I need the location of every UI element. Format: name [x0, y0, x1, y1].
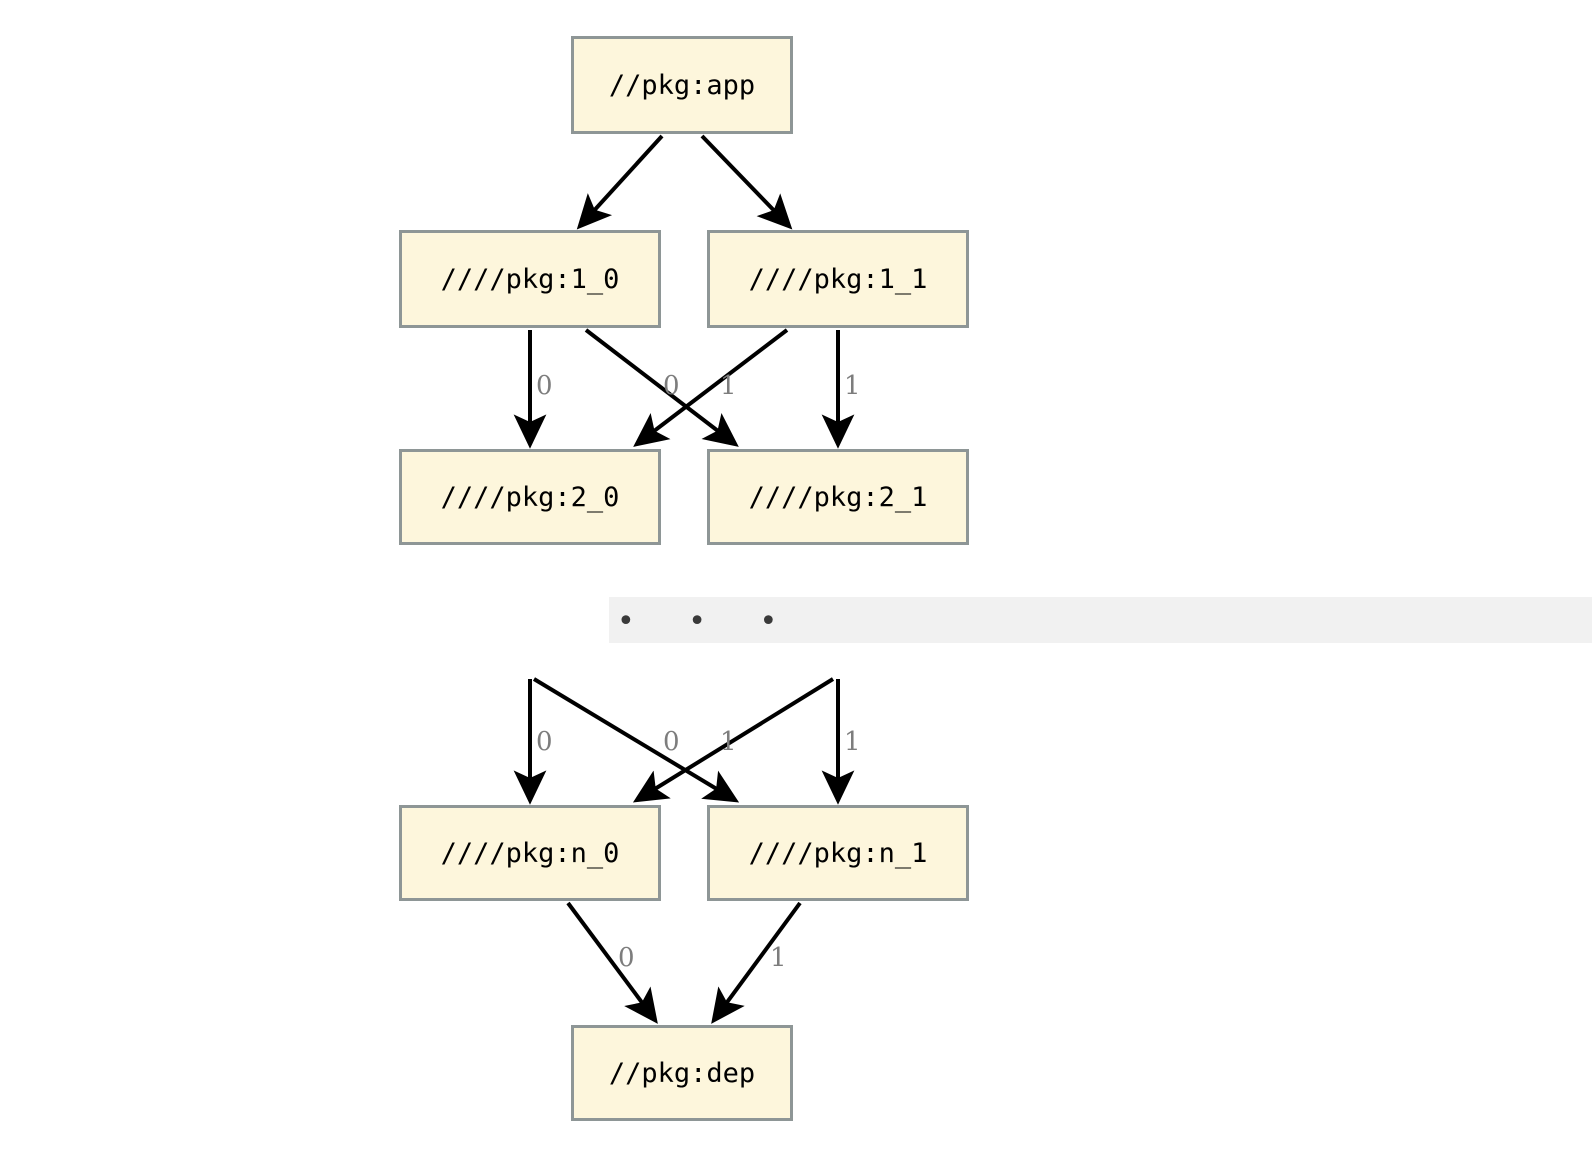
- edge-label: 1: [770, 943, 787, 973]
- graph-edge-nn_1-to-dep: [711, 901, 802, 1024]
- graph-node-n2_1[interactable]: ////pkg:2_1: [707, 449, 969, 545]
- graph-edge-n1_1-to-n2_0: [633, 328, 789, 447]
- graph-node-nn_1[interactable]: ////pkg:n_1: [707, 805, 969, 901]
- graph-node-label: ////pkg:1_1: [748, 263, 928, 295]
- graph-node-app[interactable]: //pkg:app: [571, 36, 793, 134]
- graph-node-n2_0[interactable]: ////pkg:2_0: [399, 449, 661, 545]
- graph-node-n1_1[interactable]: ////pkg:1_1: [707, 230, 969, 328]
- edge-label: 0: [618, 943, 635, 973]
- graph-edge-to-nn_0: [632, 677, 835, 803]
- graph-node-label: //pkg:app: [608, 69, 756, 101]
- edge-label: 1: [844, 371, 861, 401]
- graph-edge-app-to-n1_0: [576, 134, 664, 230]
- graph-node-nn_0[interactable]: ////pkg:n_0: [399, 805, 661, 901]
- edge-label: 0: [536, 727, 553, 757]
- graph-node-label: //pkg:dep: [608, 1057, 756, 1089]
- graph-node-n1_0[interactable]: ////pkg:1_0: [399, 230, 661, 328]
- edge-label: 0: [663, 727, 680, 757]
- edge-label: 1: [720, 727, 737, 757]
- graph-edge-app-to-n1_1: [700, 134, 793, 230]
- edge-lines: [513, 134, 855, 1024]
- ellipsis-dots: • • •: [617, 604, 800, 639]
- edge-label: 0: [663, 371, 680, 401]
- graph-edge-to-nn_1: [532, 677, 740, 803]
- graph-node-label: ////pkg:1_0: [440, 263, 620, 295]
- graph-node-label: ////pkg:n_0: [440, 837, 620, 869]
- edge-label: 1: [720, 371, 737, 401]
- ellipsis-separator-band: • • •: [609, 597, 1592, 643]
- graph-node-label: ////pkg:2_0: [440, 481, 620, 513]
- graph-node-label: ////pkg:2_1: [748, 481, 928, 513]
- edge-label: 1: [844, 727, 861, 757]
- graph-edge-n1_0-to-n2_1: [584, 328, 739, 447]
- graph-edge-nn_0-to-dep: [566, 901, 658, 1024]
- graph-node-label: ////pkg:n_1: [748, 837, 928, 869]
- edge-label: 0: [536, 371, 553, 401]
- graph-node-dep[interactable]: //pkg:dep: [571, 1025, 793, 1121]
